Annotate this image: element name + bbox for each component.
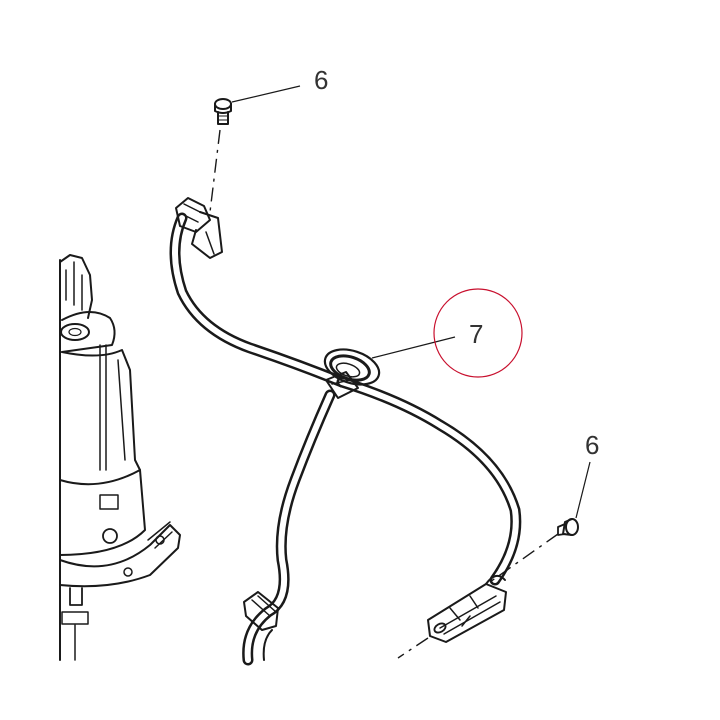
callout-7: 7 xyxy=(469,319,483,349)
leader-line-grommet xyxy=(371,336,456,359)
lower-install-line xyxy=(397,637,429,659)
top-hose-connector xyxy=(175,197,223,259)
bolt-right xyxy=(557,518,579,536)
leader-line-right xyxy=(575,461,591,519)
fuel-pump-assembly xyxy=(59,254,181,661)
callout-6-right: 6 xyxy=(585,430,599,460)
bolt-right-install-line xyxy=(489,533,559,583)
lower-hose-clip xyxy=(243,591,279,631)
callout-6-top: 6 xyxy=(314,65,328,95)
bolt-top xyxy=(214,98,232,125)
fuel-hose-assembly xyxy=(169,212,522,666)
leader-line-top xyxy=(231,85,301,103)
bolt-top-install-line xyxy=(209,129,221,213)
lower-right-connector xyxy=(427,574,507,643)
grommet xyxy=(323,348,381,399)
highlight-circle xyxy=(433,288,523,378)
